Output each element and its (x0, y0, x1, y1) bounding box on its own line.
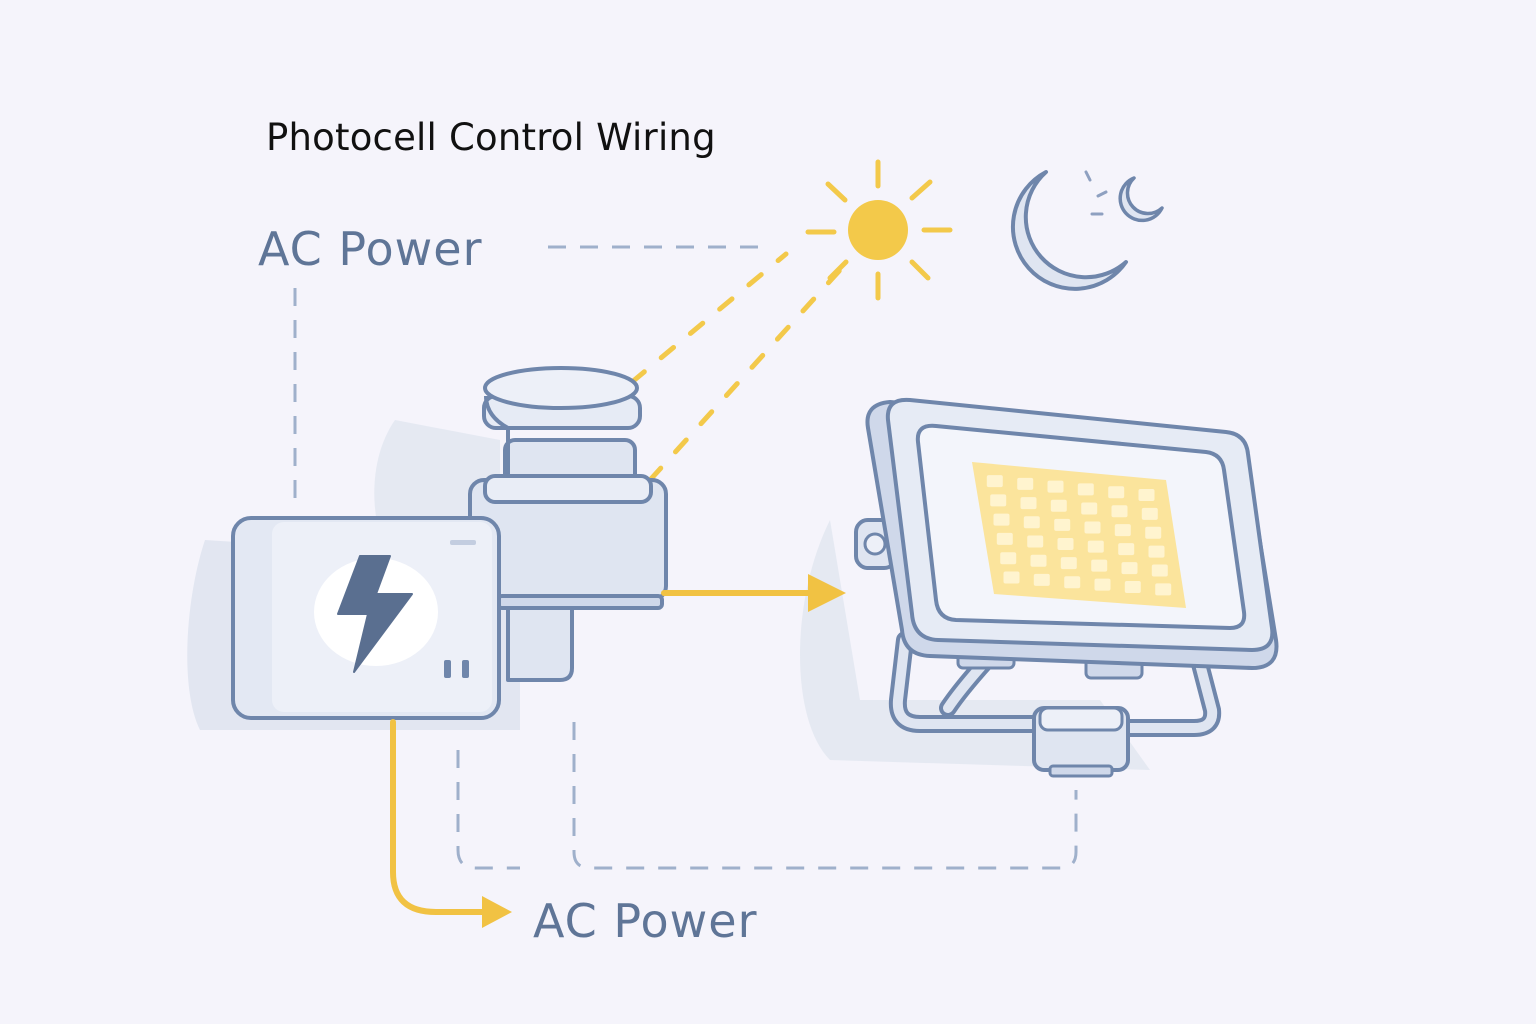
led-cell (1060, 557, 1077, 570)
arrow-to-ac-power (482, 896, 512, 928)
arrow-to-floodlight (808, 574, 846, 612)
led-cell (1081, 502, 1098, 515)
led-cell (1084, 521, 1101, 534)
led-cell (1003, 571, 1020, 584)
led-cell (1151, 564, 1168, 577)
dashed-wires (293, 245, 1078, 870)
led-cell (990, 494, 1007, 507)
led-cell (996, 532, 1013, 545)
led-cell (1054, 518, 1071, 531)
moon-icon (1011, 170, 1164, 291)
led-cell (1000, 552, 1017, 565)
floodlight (854, 397, 1279, 778)
junction-box (231, 516, 501, 720)
live-wire-from-box (390, 719, 491, 915)
led-cell (1077, 483, 1094, 496)
dashed-wire-return (456, 750, 520, 870)
live-wires (390, 588, 825, 915)
led-cell (1027, 535, 1044, 548)
photocell-sensor (468, 366, 668, 682)
led-cell (1148, 545, 1165, 558)
led-cell (1145, 526, 1162, 539)
led-cell (1121, 562, 1138, 575)
led-cell (1047, 480, 1064, 493)
led-cell (1138, 489, 1155, 501)
led-cell (1050, 499, 1067, 512)
led-cell (1017, 477, 1034, 490)
led-cell (993, 513, 1010, 526)
led-cell (1030, 554, 1047, 567)
led-cell (986, 475, 1003, 488)
ac-power-label-top: AC Power (258, 222, 483, 276)
sun-icon (805, 159, 953, 301)
light-rays (629, 251, 843, 483)
led-cell (1111, 505, 1128, 518)
led-cell (1118, 543, 1135, 556)
led-cell (1020, 497, 1037, 510)
led-cell (1091, 559, 1108, 572)
led-cell (1033, 573, 1050, 586)
led-cell (1155, 583, 1172, 596)
led-cell (1087, 540, 1104, 553)
led-cell (1108, 486, 1125, 499)
lightning-bolt-icon (337, 555, 413, 673)
led-cell (1064, 576, 1081, 589)
dashed-wire-bottom-loop (572, 722, 1078, 870)
led-cell (1094, 578, 1111, 591)
led-cell (1124, 581, 1141, 593)
ac-power-label-bottom: AC Power (533, 894, 758, 948)
led-cell (1057, 538, 1074, 550)
led-cell (1023, 516, 1040, 529)
led-cell (1114, 524, 1131, 537)
led-cell (1141, 507, 1158, 520)
led-array (986, 475, 1172, 596)
diagram-title: Photocell Control Wiring (266, 116, 716, 159)
